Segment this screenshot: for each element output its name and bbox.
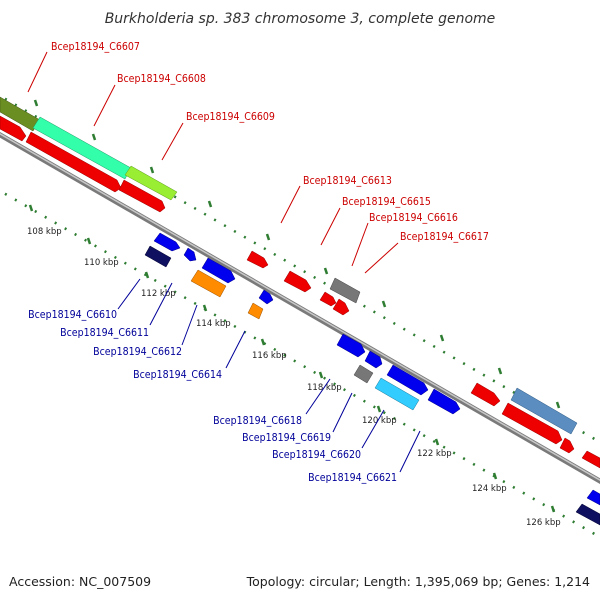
gene-label[interactable]: Bcep18194_C6613: [303, 175, 392, 187]
gene-arrow[interactable]: [336, 333, 366, 358]
gene-arrow[interactable]: [332, 298, 350, 316]
gene-label[interactable]: Bcep18194_C6616: [369, 212, 458, 224]
gene-label[interactable]: Bcep18194_C6621: [308, 472, 397, 484]
gene-label[interactable]: Bcep18194_C6620: [272, 449, 361, 461]
gene-label[interactable]: Bcep18194_C6614: [133, 369, 222, 381]
gene-block[interactable]: [510, 387, 578, 435]
gene-arrow[interactable]: [386, 364, 429, 396]
tick-label: 108 kbp: [27, 227, 62, 237]
accession-label: Accession: NC_007509: [9, 574, 151, 589]
tick-label: 120 kbp: [362, 416, 397, 426]
gene-label[interactable]: Bcep18194_C6610: [28, 309, 117, 321]
gene-arrow[interactable]: [246, 250, 269, 269]
gene-arrow[interactable]: [0, 115, 27, 142]
tick-label: 110 kbp: [84, 258, 119, 268]
tick-label: 124 kbp: [472, 484, 507, 494]
tick-labels: 108 kbp 110 kbp 112 kbp 114 kbp 116 kbp …: [27, 227, 561, 528]
gene-label[interactable]: Bcep18194_C6617: [400, 231, 489, 243]
gene-arrow[interactable]: [364, 350, 383, 369]
gene-label[interactable]: Bcep18194_C6607: [51, 41, 140, 53]
tick-label: 126 kbp: [526, 518, 561, 528]
gene-label[interactable]: Bcep18194_C6615: [342, 196, 431, 208]
gene-arrow[interactable]: [319, 291, 337, 307]
gene-arrow[interactable]: [201, 257, 236, 284]
gene-arrow[interactable]: [183, 247, 197, 262]
inner-tick-track: [0, 189, 600, 539]
gene-arrow[interactable]: [581, 450, 600, 469]
gene-arrow[interactable]: [427, 388, 461, 415]
gene-arrow[interactable]: [501, 402, 563, 445]
outer-major-ticks: [33, 99, 561, 409]
gene-arrow[interactable]: [258, 289, 274, 305]
topology-label: Topology: circular; Length: 1,395,069 bp…: [246, 574, 590, 589]
outer-tick-track: [0, 94, 600, 444]
gene-label[interactable]: Bcep18194_C6611: [60, 327, 149, 339]
gene-arrow[interactable]: [559, 437, 575, 454]
gene-block[interactable]: [329, 277, 361, 304]
gene-arrow[interactable]: [144, 245, 172, 268]
gene-arrow[interactable]: [247, 302, 264, 320]
gene-arrow[interactable]: [153, 232, 181, 252]
gene-label[interactable]: Bcep18194_C6619: [242, 432, 331, 444]
forward-leader-lines: [27, 51, 399, 274]
forward-genes: [0, 96, 600, 469]
gene-block[interactable]: [0, 96, 41, 132]
gene-label[interactable]: Bcep18194_C6608: [117, 73, 206, 85]
gene-label[interactable]: Bcep18194_C6612: [93, 346, 182, 358]
gene-arrow[interactable]: [190, 269, 227, 298]
tick-label: 116 kbp: [252, 351, 287, 361]
gene-label[interactable]: Bcep18194_C6618: [213, 415, 302, 427]
gene-arrow[interactable]: [586, 489, 600, 506]
gene-arrow[interactable]: [353, 364, 374, 384]
tick-label: 114 kbp: [196, 319, 231, 329]
gene-arrow[interactable]: [118, 179, 166, 213]
tick-label: 122 kbp: [417, 449, 452, 459]
gene-arrow[interactable]: [25, 131, 122, 193]
reverse-gene-labels: Bcep18194_C6610 Bcep18194_C6611 Bcep1819…: [28, 309, 397, 484]
inner-major-ticks: [28, 204, 556, 513]
gene-arrow[interactable]: [470, 382, 501, 407]
tick-label: 112 kbp: [141, 289, 176, 299]
forward-gene-labels: Bcep18194_C6607 Bcep18194_C6608 Bcep1819…: [51, 41, 489, 243]
gene-arrow[interactable]: [283, 270, 312, 293]
gene-block[interactable]: [32, 116, 132, 180]
backbone: [0, 131, 600, 485]
reverse-genes: [144, 232, 600, 526]
map-title: Burkholderia sp. 383 chromosome 3, compl…: [105, 11, 496, 27]
gene-arrow[interactable]: [374, 377, 420, 411]
gene-label[interactable]: Bcep18194_C6609: [186, 111, 275, 123]
reverse-leader-lines: [117, 278, 421, 473]
gene-arrow[interactable]: [575, 503, 600, 526]
gene-block[interactable]: [124, 165, 178, 201]
